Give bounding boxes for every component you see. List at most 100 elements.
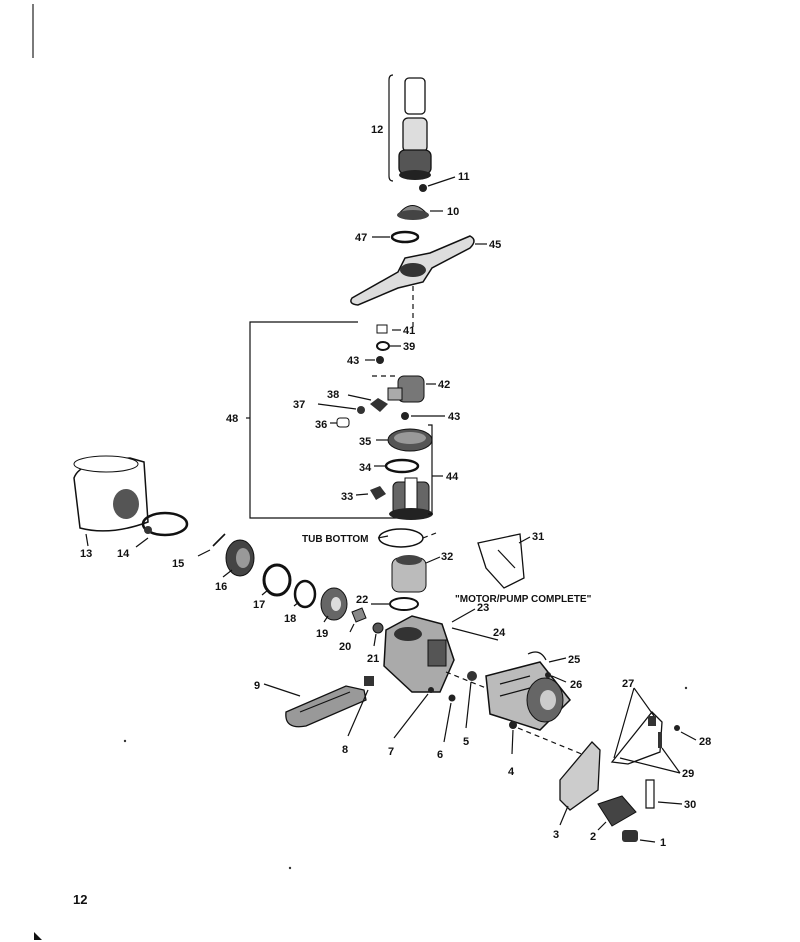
callout-16: 16: [215, 581, 227, 593]
motor-to-bracket-axis: [517, 727, 585, 756]
callout-42: 42: [438, 379, 450, 391]
part-20-nut: [349, 607, 367, 633]
callout-41: 41: [403, 325, 415, 337]
callout-27: 27: [622, 678, 634, 690]
part-31-cover: [477, 533, 531, 589]
part-23-pump-housing: [383, 608, 499, 693]
part-26-screw: [545, 672, 567, 683]
part-35-gear: [376, 428, 433, 452]
part-34-ring: [374, 458, 420, 474]
callout-31: 31: [532, 531, 544, 543]
callout-28: 28: [699, 736, 711, 748]
callout-labels: 1 2 3 4 5 6 7 8 9 10 11 12 13 14 15 16 1…: [80, 124, 711, 849]
callout-15: 15: [172, 558, 184, 570]
part-41-bolt: [376, 324, 401, 334]
callout-24: 24: [493, 627, 506, 639]
part-25-wire: [527, 651, 567, 663]
part-3-mount-bracket: [559, 741, 601, 826]
callout-38: 38: [327, 389, 339, 401]
part-42-manifold: [372, 375, 436, 403]
part-37-screw: [317, 403, 365, 414]
callout-44: 44: [446, 471, 459, 483]
callout-48: 48: [226, 413, 238, 425]
part-5-grommet: [465, 671, 477, 729]
part-19-cover: [320, 587, 348, 623]
part-21-washer: [372, 622, 384, 647]
upper-column-part-12: [388, 74, 432, 182]
part-30-pin: [645, 779, 683, 809]
callout-19: 19: [316, 628, 328, 640]
part-45-spray-arm: [350, 235, 487, 306]
callout-35: 35: [359, 436, 371, 448]
callout-13: 13: [80, 548, 92, 560]
tub-bottom-gasket: [377, 528, 437, 548]
callout-37: 37: [293, 399, 305, 411]
part-28-screw: [674, 725, 697, 741]
bracket-48: [249, 321, 424, 519]
part-14-clamp: [135, 511, 189, 548]
callout-3: 3: [553, 829, 559, 841]
callout-12: 12: [371, 124, 383, 136]
part-17-gasket: [261, 563, 292, 597]
part-27-bracket: [610, 687, 663, 765]
part-1-clip: [622, 830, 656, 843]
corner-mark: [34, 932, 42, 940]
callout-26: 26: [570, 679, 582, 691]
part-8-spring: [347, 676, 374, 737]
callout-30: 30: [684, 799, 696, 811]
part-43-nut-top: [365, 356, 384, 364]
callout-5: 5: [463, 736, 469, 748]
callout-39: 39: [403, 341, 415, 353]
part-7-screw: [393, 687, 434, 739]
part-33-clip: [355, 486, 386, 500]
part-29-spring: [619, 732, 681, 774]
callout-1: 1: [660, 837, 666, 849]
callout-14: 14: [117, 548, 130, 560]
page-number: 12: [73, 892, 87, 907]
part-13-inlet-housing: [73, 455, 149, 547]
motor: [485, 661, 572, 731]
part-18-ring: [293, 579, 317, 609]
callout-20: 20: [339, 641, 351, 653]
part-47-ring: [372, 230, 420, 244]
callout-21: 21: [367, 653, 379, 665]
part-32-housing: [391, 555, 441, 593]
part-43-nut-lower: [401, 412, 445, 420]
part-44-impeller: [389, 424, 443, 520]
callout-6: 6: [437, 749, 443, 761]
part-22-seal: [371, 597, 419, 611]
callout-9: 9: [254, 680, 260, 692]
callout-18: 18: [284, 613, 296, 625]
callout-34: 34: [359, 462, 372, 474]
callout-8: 8: [342, 744, 348, 756]
part-36-plug: [330, 417, 350, 428]
callout-7: 7: [388, 746, 394, 758]
callout-11: 11: [458, 171, 470, 183]
callout-43-lower: 43: [448, 411, 460, 423]
part-4-bolt: [509, 721, 517, 755]
part-16-impeller: [222, 539, 255, 578]
housing-to-motor-axis: [445, 671, 487, 689]
part-10-cap: [397, 205, 443, 220]
callout-36: 36: [315, 419, 327, 431]
part-38-bracket: [347, 394, 388, 412]
part-9-drain-hose: [263, 683, 367, 728]
callout-4: 4: [508, 766, 515, 778]
part-2-solenoid: [597, 795, 637, 831]
tub-bottom-caption: TUB BOTTOM: [302, 534, 368, 545]
part-6-washer: [443, 694, 456, 743]
callout-25: 25: [568, 654, 580, 666]
part-11-screw: [419, 176, 456, 192]
motor-pump-complete-caption: "MOTOR/PUMP COMPLETE": [455, 594, 592, 605]
callout-23: 23: [477, 602, 489, 614]
callout-29: 29: [682, 768, 694, 780]
callout-32: 32: [441, 551, 453, 563]
part-39-washer: [376, 341, 401, 351]
callout-33: 33: [341, 491, 353, 503]
callout-43-top: 43: [347, 355, 359, 367]
callout-2: 2: [590, 831, 596, 843]
callout-10: 10: [447, 206, 459, 218]
part-15-pin: [197, 533, 226, 557]
callout-22: 22: [356, 594, 368, 606]
